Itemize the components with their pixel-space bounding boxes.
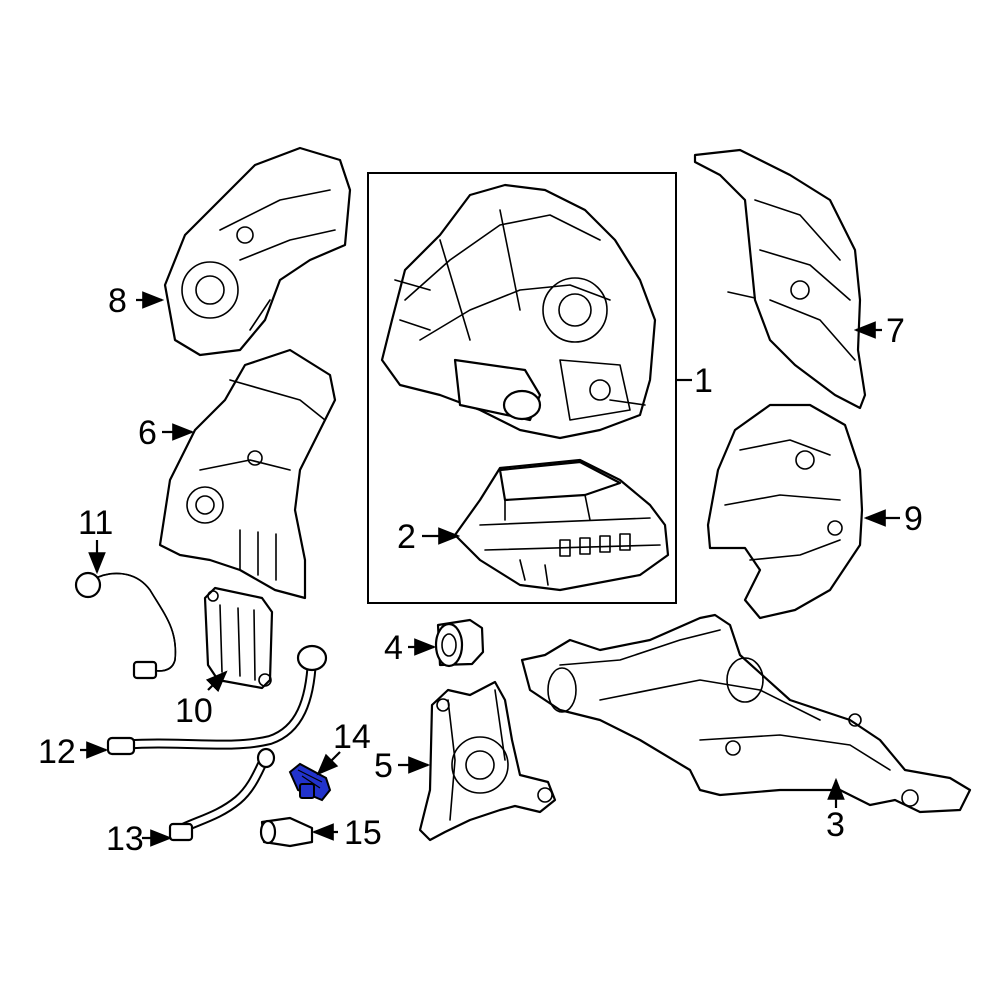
leader-lines (80, 291, 900, 847)
cooler-hose[interactable] (74, 571, 177, 680)
return-line[interactable] (106, 644, 328, 756)
cover-plate-left[interactable] (163, 146, 352, 357)
callout-3: 3 (826, 806, 845, 844)
callout-5: 5 (374, 747, 393, 785)
callout-15: 15 (344, 814, 382, 852)
callout-7: 7 (886, 312, 905, 350)
callout-10: 10 (175, 692, 213, 730)
mount-bracket[interactable] (418, 680, 557, 842)
callout-labels: 1 2 3 4 5 6 7 8 9 10 11 12 13 14 15 (38, 282, 923, 858)
callout-6: 6 (138, 414, 157, 452)
sensor-highlighted[interactable] (288, 762, 332, 802)
callout-11: 11 (78, 504, 113, 542)
oil-cooler[interactable] (203, 586, 274, 690)
fitting[interactable] (259, 816, 314, 848)
bushing[interactable] (434, 618, 485, 668)
callout-4: 4 (384, 629, 403, 667)
side-cover[interactable] (706, 403, 864, 620)
transmission-housing[interactable] (380, 183, 657, 440)
callout-1: 1 (694, 362, 713, 400)
housing-cover[interactable] (158, 348, 337, 600)
callout-9: 9 (904, 500, 923, 538)
cover-plate-right[interactable] (693, 148, 867, 410)
assembly-box (367, 172, 677, 604)
supply-hose[interactable] (168, 747, 276, 842)
subframe[interactable] (520, 613, 972, 814)
callout-13: 13 (106, 820, 144, 858)
callout-14: 14 (333, 718, 371, 756)
callout-12: 12 (38, 733, 76, 771)
callout-2: 2 (397, 518, 416, 556)
callout-8: 8 (108, 282, 127, 320)
control-module[interactable] (453, 458, 670, 592)
